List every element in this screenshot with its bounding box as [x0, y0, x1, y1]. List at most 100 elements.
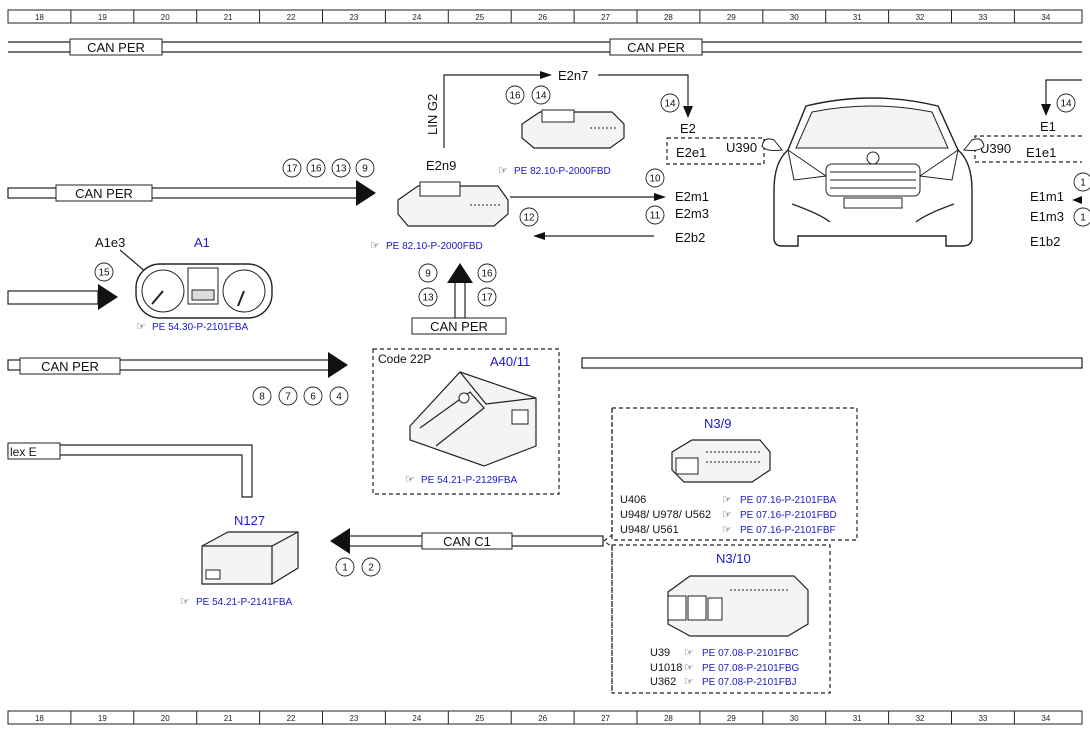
ruler-cell-label: 26: [538, 13, 547, 22]
can-c1-bus: CAN C1: [330, 528, 604, 554]
circled-number-text: 1: [342, 563, 348, 574]
circled-number-text: 16: [509, 91, 521, 102]
ref-book-icon: ☞: [722, 524, 732, 536]
e2n9-ref-icon: ☞: [370, 240, 380, 252]
ruler-cell-label: 27: [601, 714, 610, 723]
e2n9-ref-link[interactable]: PE 82.10-P-2000FBD: [386, 241, 483, 252]
e1m1-label: E1m1: [1030, 189, 1064, 204]
n3-10-ref-link[interactable]: PE 07.08-P-2101FBJ: [702, 677, 797, 688]
n3-9-ref-link[interactable]: PE 07.16-P-2101FBA: [740, 495, 836, 506]
ruler-cell-label: 22: [287, 13, 296, 22]
circled-number: 14: [1056, 93, 1076, 113]
n3-9-ref-link[interactable]: PE 07.16-P-2101FBD: [740, 510, 837, 521]
circled-number: 11: [645, 205, 665, 225]
ruler-cell-label: 19: [98, 714, 107, 723]
n127-module: N127 ☞ PE 54.21-P-2141FBA: [180, 513, 299, 608]
ruler-cell-label: 25: [475, 714, 484, 723]
can-per-mid-bus: CAN PER: [7, 180, 376, 206]
can-per-label-lower: CAN PER: [41, 359, 99, 374]
circled-number: 15: [94, 262, 114, 282]
circled-number-text: 6: [310, 392, 316, 403]
circled-number: 16: [477, 263, 497, 283]
can-per-top-bus: CAN PER CAN PER: [8, 38, 1082, 56]
ruler-cell-label: 34: [1041, 714, 1050, 723]
ruler-cell-label: 18: [35, 714, 44, 723]
a1e3-label: A1e3: [95, 235, 125, 250]
a1-label: A1: [194, 235, 210, 250]
circled-number-text: 8: [259, 392, 265, 403]
lin-g2-label: LIN G2: [425, 94, 440, 135]
n3-box: N3/9 U406 ☞ PE 07.16-P-2101FBA U948/ U978/ …: [603, 407, 858, 694]
e1e1-label: E1e1: [1026, 145, 1056, 160]
e1-label: E1: [1040, 119, 1056, 134]
a1-ref-link[interactable]: PE 54.30-P-2101FBA: [152, 322, 248, 333]
u390-right-label: U390: [980, 141, 1011, 156]
ruler-cell-label: 34: [1041, 13, 1050, 22]
n3-10-code: U1018: [650, 662, 682, 674]
can-per-label-top-right: CAN PER: [627, 40, 685, 55]
circled-number: 1: [335, 557, 355, 577]
ruler-cell-label: 24: [412, 13, 421, 22]
circled-number: 14: [660, 93, 680, 113]
circled-number: 16: [306, 158, 326, 178]
circled-number-text: 16: [481, 269, 493, 280]
e2n7-ref-link[interactable]: PE 82.10-P-2000FBD: [514, 166, 611, 177]
e2b2-label: E2b2: [675, 230, 705, 245]
n127-label: N127: [234, 513, 265, 528]
circled-number-text: 14: [1060, 99, 1072, 110]
n127-ref-link[interactable]: PE 54.21-P-2141FBA: [196, 597, 292, 608]
circled-number: 9: [355, 158, 375, 178]
circled-number-text: 10: [649, 174, 661, 185]
circled-number-text: 11: [650, 211, 661, 222]
ruler-cell-label: 19: [98, 13, 107, 22]
a1-cluster: A1e3 A1 ☞ PE 54.30-P-2101FBA: [95, 235, 273, 333]
e2m3-label: E2m3: [675, 206, 709, 221]
ref-book-icon: ☞: [722, 494, 732, 506]
circled-number-text: 2: [368, 563, 374, 574]
circled-number: 7: [278, 386, 298, 406]
n3-10-ref-link[interactable]: PE 07.08-P-2101FBC: [702, 648, 799, 659]
e2n7-ref-icon: ☞: [498, 165, 508, 177]
ruler-cell-label: 21: [224, 714, 233, 723]
circled-number: 1: [1073, 207, 1090, 227]
ruler-cell-label: 20: [161, 13, 170, 22]
n3-10-ref-link[interactable]: PE 07.08-P-2101FBG: [702, 663, 799, 674]
can-per-vertical-bus: CAN PER: [411, 263, 507, 335]
n3-10-code: U39: [650, 647, 670, 659]
n3-9-code: U406: [620, 494, 646, 506]
e2n9-label: E2n9: [426, 158, 456, 173]
e2n9-signal-lines: E2m1 E2m3 E2b2: [510, 189, 709, 245]
circled-number: 2: [361, 557, 381, 577]
e2e1-label: E2e1: [676, 145, 706, 160]
n3-9-label: N3/9: [704, 416, 731, 431]
e2m1-label: E2m1: [675, 189, 709, 204]
ruler-cell-label: 28: [664, 13, 673, 22]
ref-book-icon: ☞: [722, 509, 732, 521]
circled-number-text: 17: [286, 164, 298, 175]
ruler-cell-label: 23: [349, 13, 358, 22]
n3-9-ref-link[interactable]: PE 07.16-P-2101FBF: [740, 525, 836, 536]
can-per-lower-bus: CAN PER: [7, 352, 1083, 378]
circled-number: 17: [477, 287, 497, 307]
ruler-cell-label: 32: [916, 13, 925, 22]
ruler-cell-label: 27: [601, 13, 610, 22]
can-per-label-vertical: CAN PER: [430, 319, 488, 334]
flex-e-label: lex E: [10, 445, 37, 459]
circled-number: 9: [418, 263, 438, 283]
n3-10-label: N3/10: [716, 551, 751, 566]
e2n9-module: E2n9 ☞ PE 82.10-P-2000FBD: [370, 158, 509, 252]
e2n7-module: ☞ PE 82.10-P-2000FBD: [498, 109, 625, 177]
car-front-illustration: [761, 97, 985, 247]
ruler-cell-label: 21: [224, 13, 233, 22]
n127-ref-icon: ☞: [180, 596, 190, 608]
circled-number-text: 17: [481, 293, 493, 304]
a40-11-ref-link[interactable]: PE 54.21-P-2129FBA: [421, 475, 517, 486]
e2n7-label: E2n7: [558, 68, 588, 83]
circled-number: 17: [282, 158, 302, 178]
n3-9-code: U948/ U978/ U562: [620, 509, 711, 521]
circled-number: 14: [531, 85, 551, 105]
circled-number-text: 13: [335, 164, 347, 175]
e1b2-label: E1b2: [1030, 234, 1060, 249]
circled-number-text: 14: [535, 91, 547, 102]
